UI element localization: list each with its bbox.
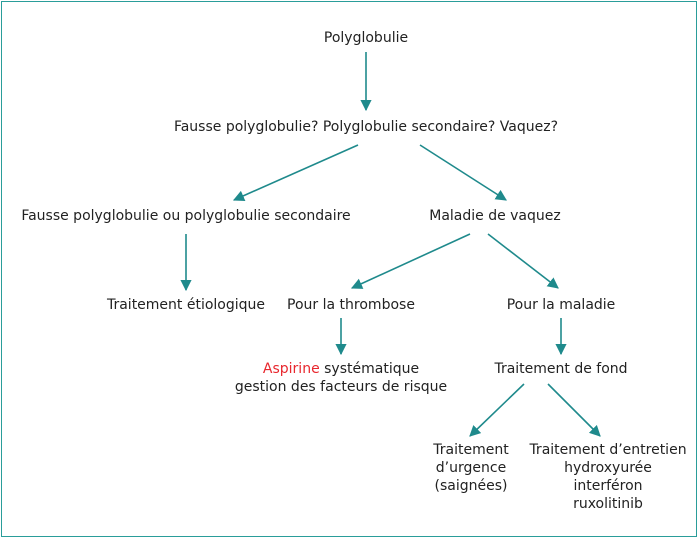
node-polyglobulie: Polyglobulie	[316, 29, 416, 47]
node-secondary-polyglobulie: Fausse polyglobulie ou polyglobulie seco…	[16, 207, 356, 225]
entretien-line-3: interféron	[573, 478, 643, 494]
arrow-question-to-vaquez	[419, 144, 507, 201]
entretien-line-1: Traitement d’entretien	[529, 442, 687, 458]
node-aspirine: Aspirine systématique gestion des facteu…	[226, 360, 456, 396]
risk-factors-line: gestion des facteurs de risque	[234, 379, 448, 395]
node-traitement-de-fond: Traitement de fond	[486, 360, 636, 378]
node-pour-la-thrombose-label: Pour la thrombose	[287, 297, 415, 313]
node-traitement-de-fond-label: Traitement de fond	[494, 361, 628, 377]
arrow-vaquez-to-thrombosis	[350, 233, 471, 289]
node-traitement-etiologique-label: Traitement étiologique	[106, 297, 266, 313]
node-maladie-de-vaquez-label: Maladie de vaquez	[429, 208, 561, 224]
node-traitement-urgence: Traitement d’urgence (saignées)	[416, 441, 526, 495]
node-maladie-de-vaquez: Maladie de vaquez	[420, 207, 570, 225]
node-differential-question: Fausse polyglobulie? Polyglobulie second…	[166, 118, 566, 136]
entretien-line-2: hydroxyurée	[564, 460, 652, 476]
node-secondary-polyglobulie-label: Fausse polyglobulie ou polyglobulie seco…	[21, 208, 351, 224]
node-traitement-etiologique: Traitement étiologique	[96, 296, 276, 314]
aspirine-line: Aspirine systématique	[226, 360, 456, 378]
entretien-line-4: ruxolitinib	[573, 496, 643, 512]
arrow-background-to-maintenance	[547, 383, 601, 437]
urgence-line-1: Traitement	[433, 442, 509, 458]
arrow-vaquez-to-disease	[487, 233, 559, 289]
node-polyglobulie-label: Polyglobulie	[323, 30, 409, 46]
node-pour-la-maladie: Pour la maladie	[496, 296, 626, 314]
urgence-line-2: d’urgence	[435, 460, 507, 476]
arrow-question-to-secondary	[232, 144, 359, 202]
aspirine-highlight: Aspirine	[262, 361, 320, 377]
node-pour-la-maladie-label: Pour la maladie	[506, 297, 616, 313]
arrow-background-to-emergency	[469, 383, 525, 437]
node-pour-la-thrombose: Pour la thrombose	[276, 296, 426, 314]
node-traitement-entretien: Traitement d’entretien hydroxyurée inter…	[518, 441, 698, 513]
aspirine-rest: systématique	[319, 361, 420, 377]
urgence-line-3: (saignées)	[434, 478, 508, 494]
node-differential-question-label: Fausse polyglobulie? Polyglobulie second…	[173, 119, 559, 135]
